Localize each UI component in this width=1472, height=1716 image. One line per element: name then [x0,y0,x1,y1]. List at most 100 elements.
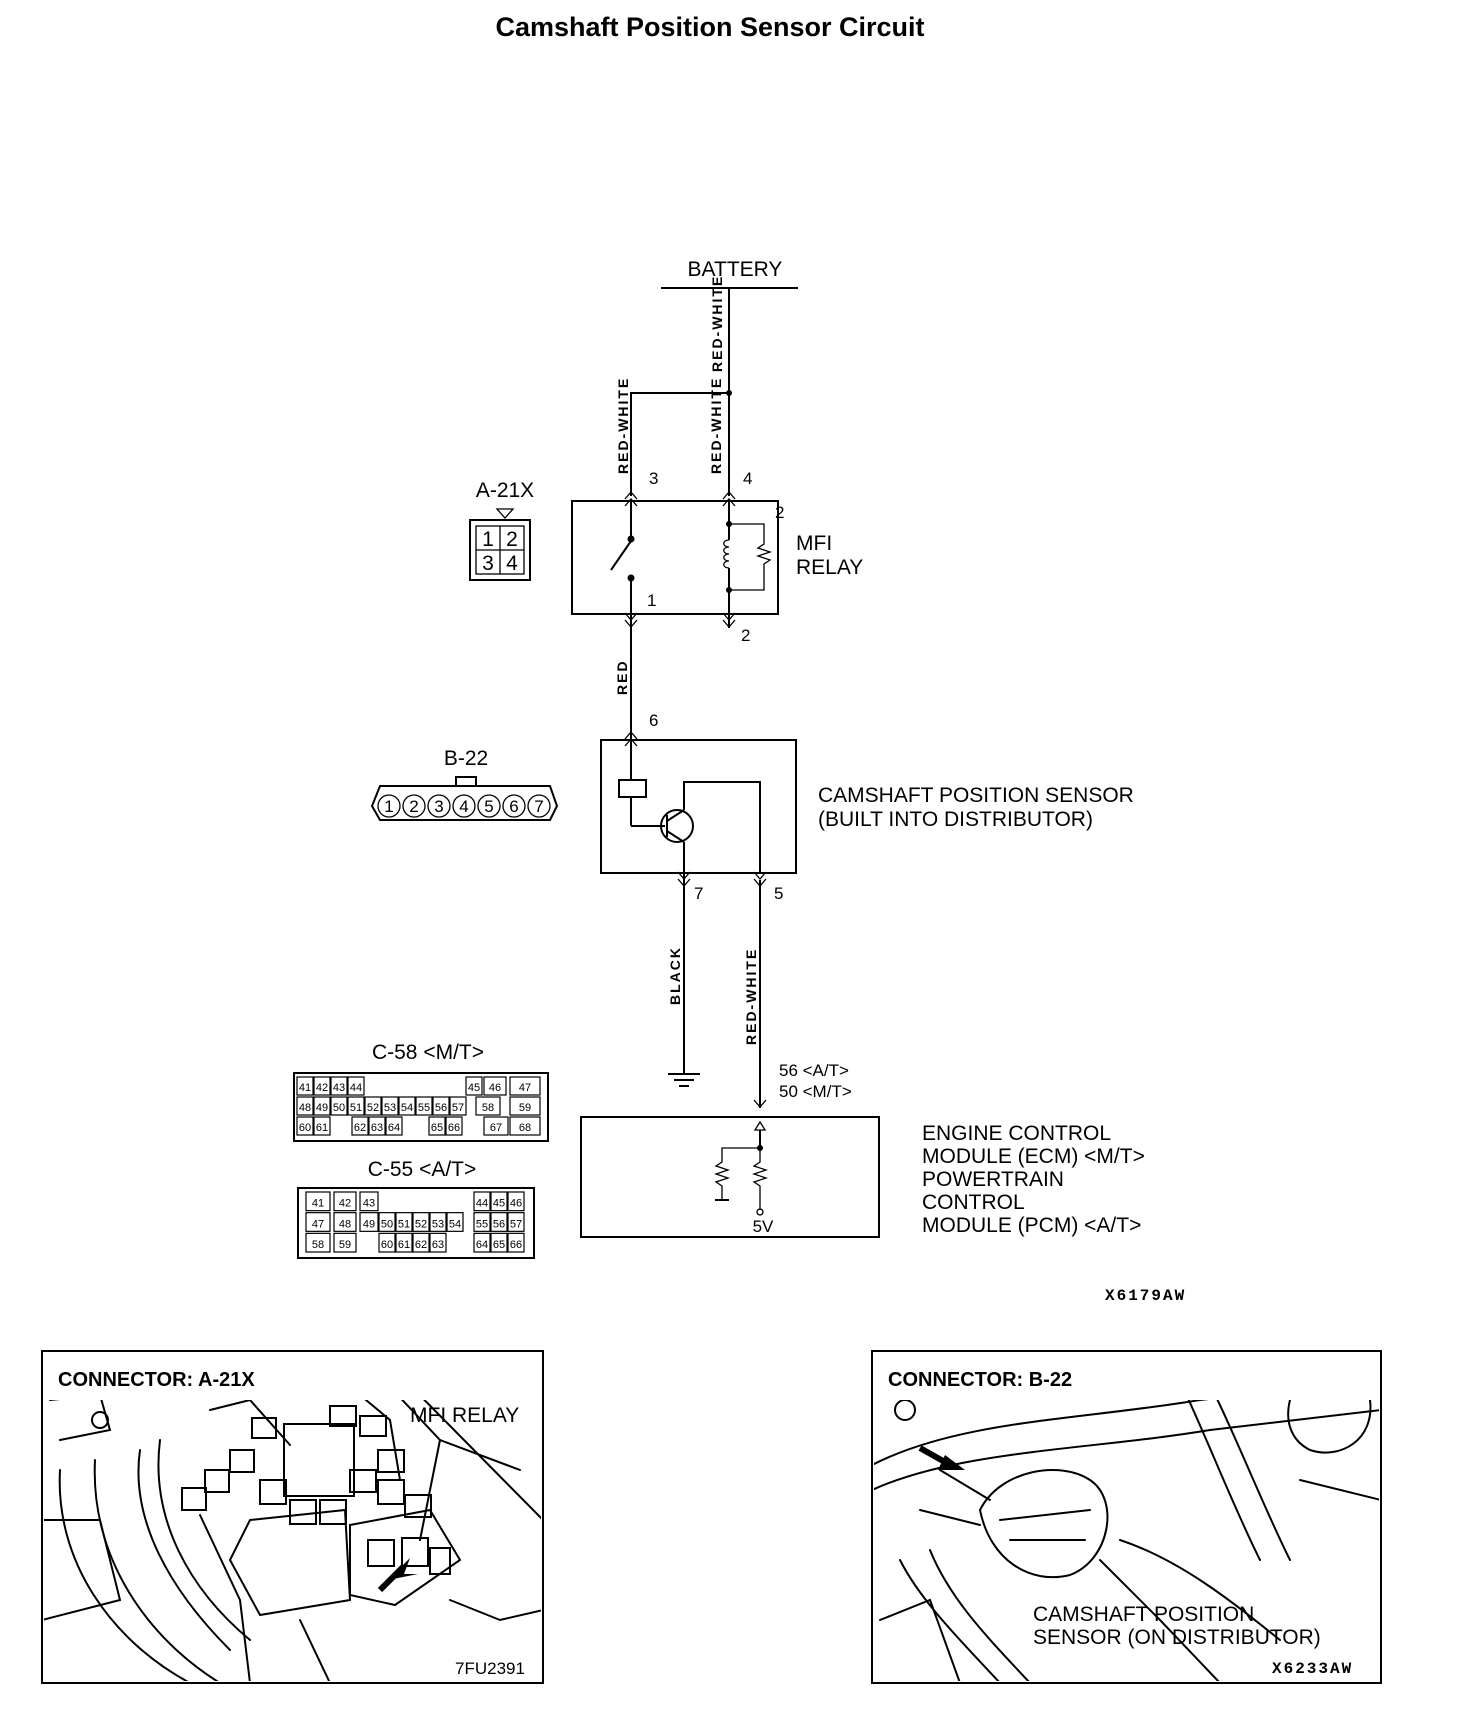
connector-cell-label: 49 [316,1102,328,1114]
location-callout-a21x: MFI RELAY [410,1404,519,1427]
connector-latch [455,776,477,787]
connector-cell [313,1116,331,1136]
connector-cell [507,1212,525,1232]
connector-cell [381,1096,399,1116]
connector-cell [445,1116,463,1136]
connector-cell-label: 66 [510,1239,522,1251]
ecm-5v-node [756,1208,764,1216]
pin-label: 2 [741,626,750,645]
connector-cell [296,1076,314,1096]
connector-a21x-label: A-21X [476,479,534,502]
connector-pin: 2 [506,528,518,551]
connector-c55-label: C-55 <A/T> [368,1158,477,1181]
connector-cell [364,1096,382,1116]
connector-pin: 1 [482,528,494,551]
connector-cell-label: 51 [350,1102,362,1114]
ecm-pullup-resistor [751,1148,769,1210]
connector-cell-label: 57 [452,1102,464,1114]
connector-cell [412,1232,430,1253]
connector-b22 [370,785,559,821]
connector-cell-label: 63 [371,1122,383,1134]
connector-cell-label: 52 [367,1102,379,1114]
connector-cell-label: 45 [468,1082,480,1094]
connector-cell-label: 49 [363,1218,375,1230]
location-callout-b22-2: SENSOR (ON DISTRIBUTOR) [1033,1626,1321,1649]
connector-cell [305,1191,331,1212]
connector-cell-label: 56 [435,1102,447,1114]
relay-resistor [729,523,773,591]
terminal-arrow [722,491,736,500]
connector-cell [305,1232,331,1253]
connector-cell [313,1076,331,1096]
connector-b22-label: B-22 [444,747,488,770]
wire-label-signal: RED-WHITE [743,948,759,1045]
connector-b22-pins [377,794,551,818]
engine-bay-illustration-b22 [874,1400,1379,1681]
connector-cell-label: 51 [398,1218,410,1230]
connector-pin: 5 [484,797,493,816]
transistor [660,809,694,843]
connector-cell-label: 46 [489,1082,501,1094]
connector-cell-label: 43 [333,1082,345,1094]
location-code-b22: X6233AW [1272,1660,1353,1678]
connector-pin: 3 [434,797,443,816]
mfi-relay-label-1: MFI [796,532,832,555]
pin-label: 3 [649,469,658,488]
connector-cell-label: 46 [510,1198,522,1210]
connector-cell [509,1116,541,1136]
connector-cell-label: 61 [316,1122,328,1134]
connector-cell [359,1212,379,1232]
connector-a21x [469,519,531,581]
connector-cell [378,1232,396,1253]
connector-cell-label: 43 [363,1198,375,1210]
connector-cell-label: 61 [398,1239,410,1251]
connector-cell [483,1116,509,1136]
connector-pin: 6 [509,797,518,816]
connector-cell [330,1076,348,1096]
connector-cell [415,1096,433,1116]
pin-label: 56 <A/T> [779,1061,849,1080]
location-title-b22: CONNECTOR: B-22 [888,1369,1072,1391]
connector-cell-label: 59 [519,1102,531,1114]
connector-cell [509,1096,541,1116]
connector-cell-label: 62 [415,1239,427,1251]
connector-cell-label: 64 [388,1122,400,1134]
page-title: Camshaft Position Sensor Circuit [495,12,924,42]
sensor-label-1: CAMSHAFT POSITION SENSOR [818,784,1134,807]
location-frame [871,1350,1382,1684]
terminal-arrow [722,498,736,507]
sensor-box [600,739,797,874]
connector-pin: 2 [409,797,418,816]
switch-contact [627,574,635,582]
switch-blade [610,540,632,571]
connector-cell-label: 68 [519,1122,531,1134]
connector-cell [509,1076,541,1096]
connector-cell-label: 60 [299,1122,311,1134]
connector-cell-label: 47 [519,1082,531,1094]
terminal-arrow [624,731,638,740]
pin-label: 4 [743,469,752,488]
connector-cell [432,1096,450,1116]
wire-label-black: BLACK [667,946,683,1005]
connector-cell [333,1232,357,1253]
ecm-label-2: MODULE (ECM) <M/T> [922,1145,1145,1168]
connector-cell-label: 63 [432,1239,444,1251]
connector-cell [398,1096,416,1116]
connector-cell [449,1096,467,1116]
connector-cell-label: 65 [431,1122,443,1134]
hall-element [618,779,647,798]
terminal-arrow [753,1099,767,1108]
switch-contact [627,535,635,543]
terminal-arrow [624,738,638,747]
connector-cell [395,1232,413,1253]
connector-cell-label: 67 [490,1122,502,1134]
location-callout-b22-1: CAMSHAFT POSITION [1033,1603,1254,1626]
connector-pin: 3 [482,552,494,575]
pin3-feed-wire [630,392,729,496]
connector-cell-label: 65 [493,1239,505,1251]
connector-cell [473,1191,491,1212]
relay-coil [723,539,730,569]
